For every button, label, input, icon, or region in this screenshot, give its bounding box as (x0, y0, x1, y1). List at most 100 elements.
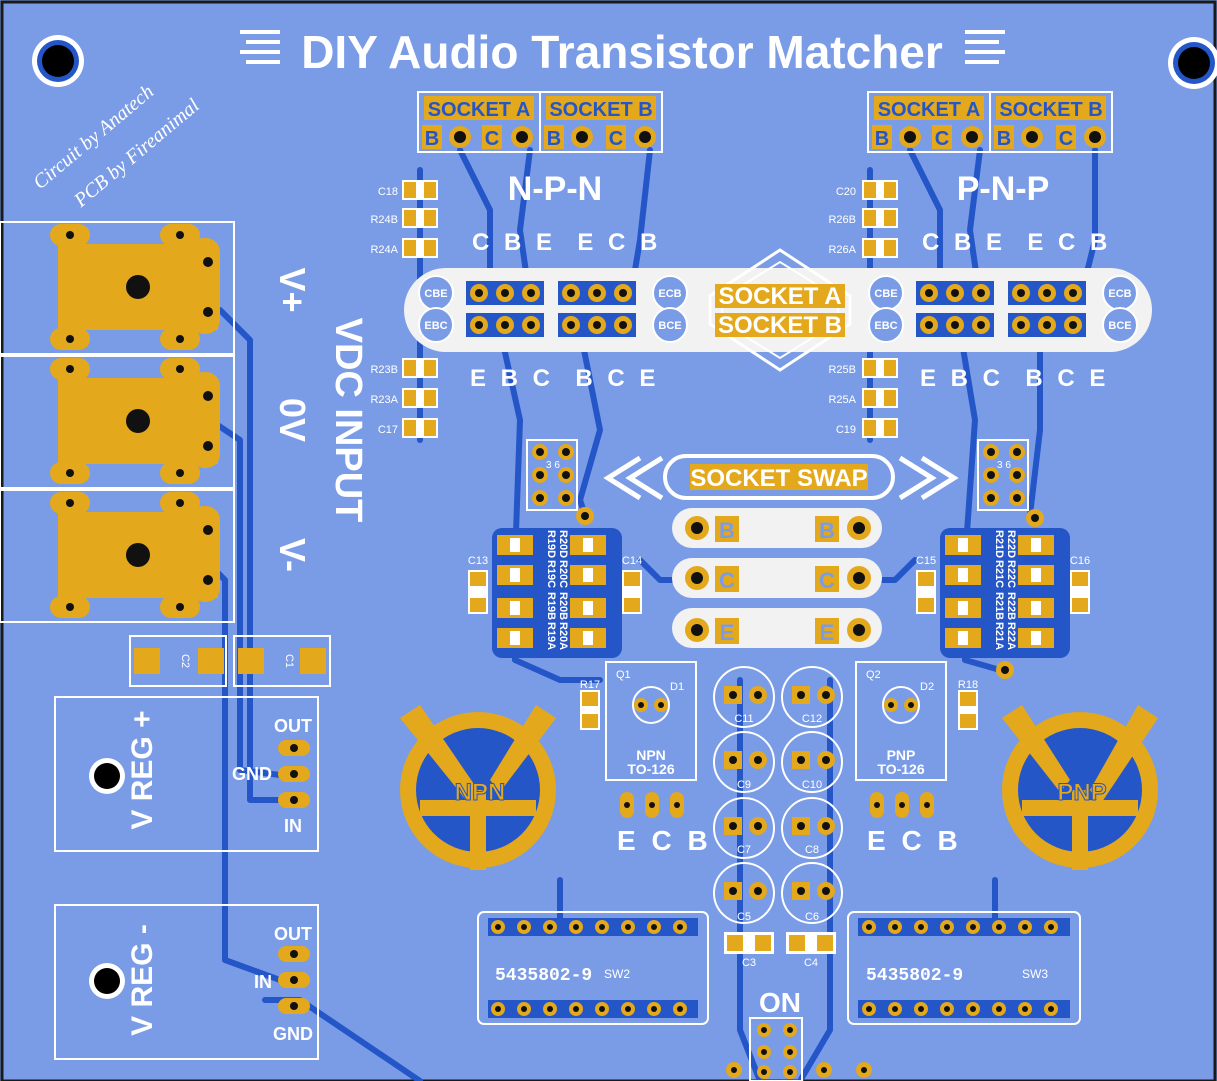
pnp-socket-b-label: SOCKET B (999, 99, 1102, 121)
svg-text:D1: D1 (670, 681, 684, 693)
title-text: DIY Audio Transistor Matcher (301, 26, 943, 78)
svg-text:B: B (875, 128, 889, 150)
svg-text:B: B (819, 518, 835, 543)
svg-text:TO-126: TO-126 (627, 761, 674, 777)
svg-text:R26A: R26A (828, 244, 856, 256)
svg-text:3 6: 3 6 (997, 460, 1011, 471)
svg-text:R23A: R23A (370, 394, 398, 406)
svg-text:CBE: CBE (424, 288, 447, 300)
svg-text:R22C: R22C (1005, 560, 1017, 588)
npn-socket-a-label: SOCKET A (428, 99, 531, 121)
svg-text:V-: V- (272, 538, 313, 572)
banner-socket-b: SOCKET B (718, 312, 842, 339)
svg-text:C17: C17 (378, 424, 398, 436)
svg-text:C: C (485, 128, 499, 150)
switch-sw3: 5435802-9 SW3 (847, 911, 1081, 1025)
svg-text:C13: C13 (468, 555, 488, 567)
vdc-input-title: VDC INPUT (327, 318, 369, 523)
socket-swap: SOCKET SWAP B B C C E E (603, 454, 959, 648)
svg-text:V REG +: V REG + (126, 710, 159, 829)
pnp-smd-top: C20 R26B R26A (828, 180, 898, 258)
svg-text:E C B: E C B (617, 825, 712, 856)
vdc-input-terminals: VDC INPUT V+ 0V V- (0, 221, 369, 623)
svg-text:R19D: R19D (545, 530, 557, 558)
svg-text:B: B (547, 128, 561, 150)
svg-text:V REG -: V REG - (126, 924, 159, 1036)
svg-text:IN: IN (284, 816, 302, 836)
svg-text:0V: 0V (272, 398, 313, 442)
svg-text:V+: V+ (272, 267, 313, 312)
svg-text:B: B (719, 518, 735, 543)
svg-text:R21C: R21C (993, 560, 1005, 588)
svg-text:CBE: CBE (874, 288, 897, 300)
svg-text:R20B: R20B (557, 592, 569, 620)
svg-text:Q2: Q2 (866, 669, 881, 681)
svg-text:E C B: E C B (867, 825, 962, 856)
svg-text:C: C (819, 568, 835, 593)
vreg-positive: V REG + OUT GND IN (54, 696, 319, 852)
svg-text:EBC: EBC (424, 320, 447, 332)
svg-text:R20A: R20A (557, 622, 569, 650)
svg-text:C10: C10 (802, 779, 822, 791)
svg-text:R22D: R22D (1005, 530, 1017, 558)
npn-smd-bottom: R23B R23A C17 (370, 358, 438, 438)
svg-text:C18: C18 (378, 186, 398, 198)
svg-text:R23B: R23B (370, 364, 398, 376)
npn-transistor-q1: Q1 D1 NPN TO-126 R17 E C B (580, 661, 712, 856)
svg-text:C3: C3 (742, 957, 756, 969)
svg-text:C15: C15 (916, 555, 936, 567)
svg-text:R25A: R25A (828, 394, 856, 406)
pnp-socket-a-label: SOCKET A (878, 99, 981, 121)
svg-text:C2: C2 (179, 654, 191, 668)
svg-text:BCE: BCE (658, 320, 681, 332)
svg-text:OUT: OUT (274, 924, 312, 944)
switch-sw2: 5435802-9 SW2 (477, 911, 709, 1025)
svg-text:C: C (719, 568, 735, 593)
svg-text:SW3: SW3 (1022, 967, 1048, 981)
mounting-hole-right (1168, 37, 1217, 89)
svg-text:C16: C16 (1070, 555, 1090, 567)
banner-socket-a: SOCKET A (718, 283, 841, 310)
svg-text:C: C (935, 128, 949, 150)
svg-text:ECB: ECB (658, 288, 681, 300)
svg-text:R20C: R20C (557, 560, 569, 588)
npn-heading: N-P-N (508, 170, 602, 208)
npn-socket-b-label: SOCKET B (549, 99, 652, 121)
pnp-socket-header: SOCKET A SOCKET B B C B C (867, 91, 1113, 153)
socket-banner: SOCKET A SOCKET B CBE EBC ECB BCE CBE EB… (404, 248, 1152, 372)
svg-text:R19A: R19A (545, 622, 557, 650)
pnp-lower-pins: E B C B C E (920, 365, 1109, 392)
npn-smd-top: C18 R24B R24A (370, 180, 438, 258)
input-caps: C2 C1 (129, 635, 331, 687)
svg-text:Q1: Q1 (616, 669, 631, 681)
svg-text:C11: C11 (734, 713, 753, 725)
small-caps-c3-c4: C3 C4 (724, 932, 836, 969)
svg-text:C14: C14 (622, 555, 642, 567)
svg-text:GND: GND (273, 1024, 313, 1044)
svg-text:TO-126: TO-126 (877, 761, 924, 777)
svg-text:R25B: R25B (828, 364, 856, 376)
pnp-transistor-q2: Q2 D2 PNP TO-126 R18 E C B (855, 661, 978, 856)
svg-text:C: C (1059, 128, 1073, 150)
mounting-hole-left (32, 35, 84, 87)
svg-text:ECB: ECB (1108, 288, 1131, 300)
pnp-jumper: 3 6 (977, 439, 1029, 511)
svg-text:5435802-9: 5435802-9 (866, 966, 963, 986)
svg-text:E: E (720, 620, 735, 645)
electrolytic-caps (713, 666, 843, 924)
pnp-emblem: PNP (1002, 705, 1158, 870)
npn-upper-pins: C B E E C B (472, 229, 661, 256)
svg-text:R22B: R22B (1005, 592, 1017, 620)
svg-text:5435802-9: 5435802-9 (495, 966, 592, 986)
npn-socket-header: SOCKET A SOCKET B B C B C (417, 91, 663, 153)
svg-text:C19: C19 (836, 424, 856, 436)
npn-emblem: NPN (400, 705, 556, 870)
svg-text:C: C (609, 128, 623, 150)
svg-text:NPN: NPN (636, 747, 666, 763)
svg-text:C20: C20 (836, 186, 856, 198)
pnp-upper-pins: C B E E C B (922, 229, 1111, 256)
svg-text:C7: C7 (737, 844, 751, 856)
npn-lower-pins: E B C B C E (470, 365, 659, 392)
svg-text:OUT: OUT (274, 716, 312, 736)
